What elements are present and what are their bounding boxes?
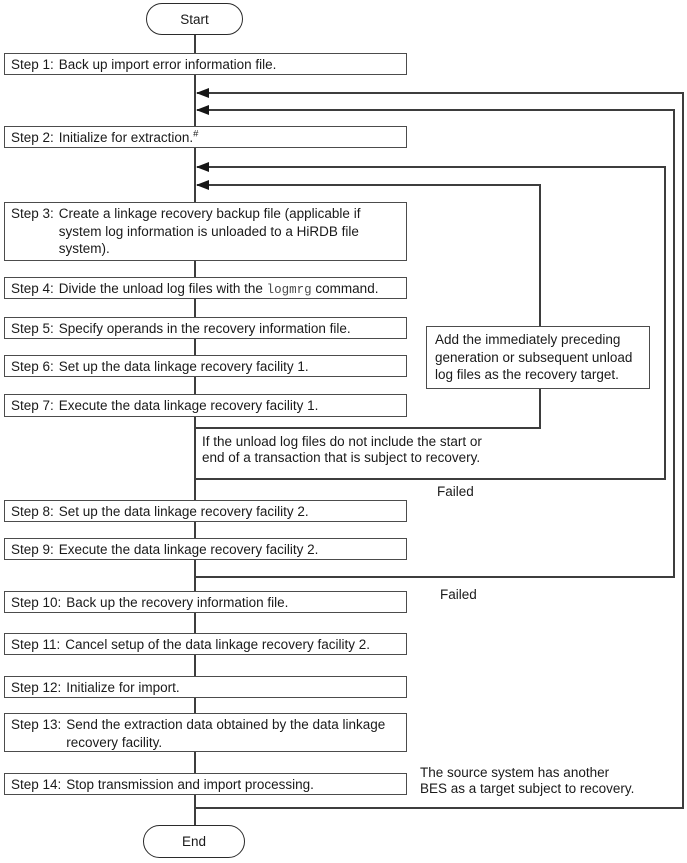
loop2-right-line bbox=[673, 109, 675, 578]
add-log-files-annotation-box: Add the immediately preceding generation… bbox=[426, 326, 650, 389]
loop1-arrowhead-icon bbox=[196, 88, 209, 98]
step-12-box: Step 12: Initialize for import. bbox=[4, 676, 407, 698]
step-5-box: Step 5: Specify operands in the recovery… bbox=[4, 317, 407, 339]
failed-label-1: Failed bbox=[437, 484, 474, 499]
loop3-right-line bbox=[664, 166, 666, 480]
step-6-number: Step 6: bbox=[11, 359, 54, 374]
step-8-number: Step 8: bbox=[11, 504, 54, 519]
loop2-arrowhead-icon bbox=[196, 105, 209, 115]
step-9-box: Step 9: Execute the data linkage recover… bbox=[4, 538, 407, 560]
step-14-box: Step 14: Stop transmission and import pr… bbox=[4, 773, 407, 795]
step-14-number: Step 14: bbox=[11, 777, 62, 792]
step-7-text: Execute the data linkage recovery facili… bbox=[58, 398, 319, 413]
step-10-number: Step 10: bbox=[11, 595, 62, 610]
step-5-text: Specify operands in the recovery informa… bbox=[58, 321, 351, 336]
end-node: End bbox=[143, 825, 245, 858]
loop1-right-line bbox=[682, 92, 684, 809]
step-11-text: Cancel setup of the data linkage recover… bbox=[65, 637, 370, 652]
step-13-number: Step 13: bbox=[11, 717, 62, 732]
add-log-files-text: Add the immediately preceding generation… bbox=[435, 332, 633, 382]
step-5-number: Step 5: bbox=[11, 321, 54, 336]
step-1-text: Back up import error information file. bbox=[58, 57, 277, 72]
step-13-text: Send the extraction data obtained by the… bbox=[66, 717, 386, 750]
step-4-number: Step 4: bbox=[11, 281, 54, 296]
loop3-return-line bbox=[197, 166, 666, 168]
unload-condition-label: If the unload log files do not include t… bbox=[202, 434, 482, 465]
step-6-text: Set up the data linkage recovery facilit… bbox=[58, 359, 309, 374]
step-12-number: Step 12: bbox=[11, 680, 62, 695]
logmrg-command: logmrg bbox=[266, 283, 312, 297]
step-6-box: Step 6: Set up the data linkage recovery… bbox=[4, 355, 407, 377]
step-1-box: Step 1: Back up import error information… bbox=[4, 53, 407, 75]
step-10-text: Back up the recovery information file. bbox=[66, 595, 289, 610]
step-11-box: Step 11: Cancel setup of the data linkag… bbox=[4, 633, 407, 655]
step-9-text: Execute the data linkage recovery facili… bbox=[58, 542, 319, 557]
step-12-text: Initialize for import. bbox=[66, 680, 180, 695]
loop1-return-line bbox=[197, 92, 684, 94]
loop4-right-line bbox=[539, 184, 541, 429]
step-3-box: Step 3: Create a linkage recovery backup… bbox=[4, 202, 407, 261]
step-3-number: Step 3: bbox=[11, 206, 54, 221]
loop4-arrowhead-icon bbox=[196, 180, 209, 190]
start-node: Start bbox=[146, 3, 243, 35]
start-label: Start bbox=[180, 11, 209, 27]
end-label: End bbox=[181, 834, 207, 849]
step-8-box: Step 8: Set up the data linkage recovery… bbox=[4, 500, 407, 522]
step-9-number: Step 9: bbox=[11, 542, 54, 557]
step-13-box: Step 13: Send the extraction data obtain… bbox=[4, 713, 407, 752]
step-1-number: Step 1: bbox=[11, 57, 54, 72]
step-11-number: Step 11: bbox=[11, 637, 61, 652]
loop4-return-line bbox=[197, 184, 541, 186]
loop3-arrowhead-icon bbox=[196, 162, 209, 172]
loop2-return-line bbox=[197, 109, 675, 111]
step-4-box: Step 4: Divide the unload log files with… bbox=[4, 277, 407, 299]
loop4-branch-line bbox=[194, 427, 541, 429]
step-2-number: Step 2: bbox=[11, 130, 54, 145]
main-flow-line bbox=[194, 35, 196, 826]
step-14-text: Stop transmission and import processing. bbox=[66, 777, 314, 792]
step-4-text: Divide the unload log files with the log… bbox=[58, 281, 379, 297]
footnote-hash-marker: # bbox=[193, 128, 199, 140]
step-10-box: Step 10: Back up the recovery informatio… bbox=[4, 591, 407, 613]
loop3-branch-line bbox=[194, 478, 666, 480]
source-system-note-label: The source system has another BES as a t… bbox=[420, 765, 635, 796]
failed-label-2: Failed bbox=[440, 587, 477, 602]
step-3-text: Create a linkage recovery backup file (a… bbox=[58, 206, 361, 256]
loop1-branch-line bbox=[194, 807, 684, 809]
loop2-branch-line bbox=[194, 576, 675, 578]
step-7-box: Step 7: Execute the data linkage recover… bbox=[4, 394, 407, 417]
step-2-text: Initialize for extraction.# bbox=[58, 128, 199, 145]
step-8-text: Set up the data linkage recovery facilit… bbox=[58, 504, 309, 519]
step-2-box: Step 2: Initialize for extraction.# bbox=[4, 126, 407, 148]
step-7-number: Step 7: bbox=[11, 398, 54, 413]
